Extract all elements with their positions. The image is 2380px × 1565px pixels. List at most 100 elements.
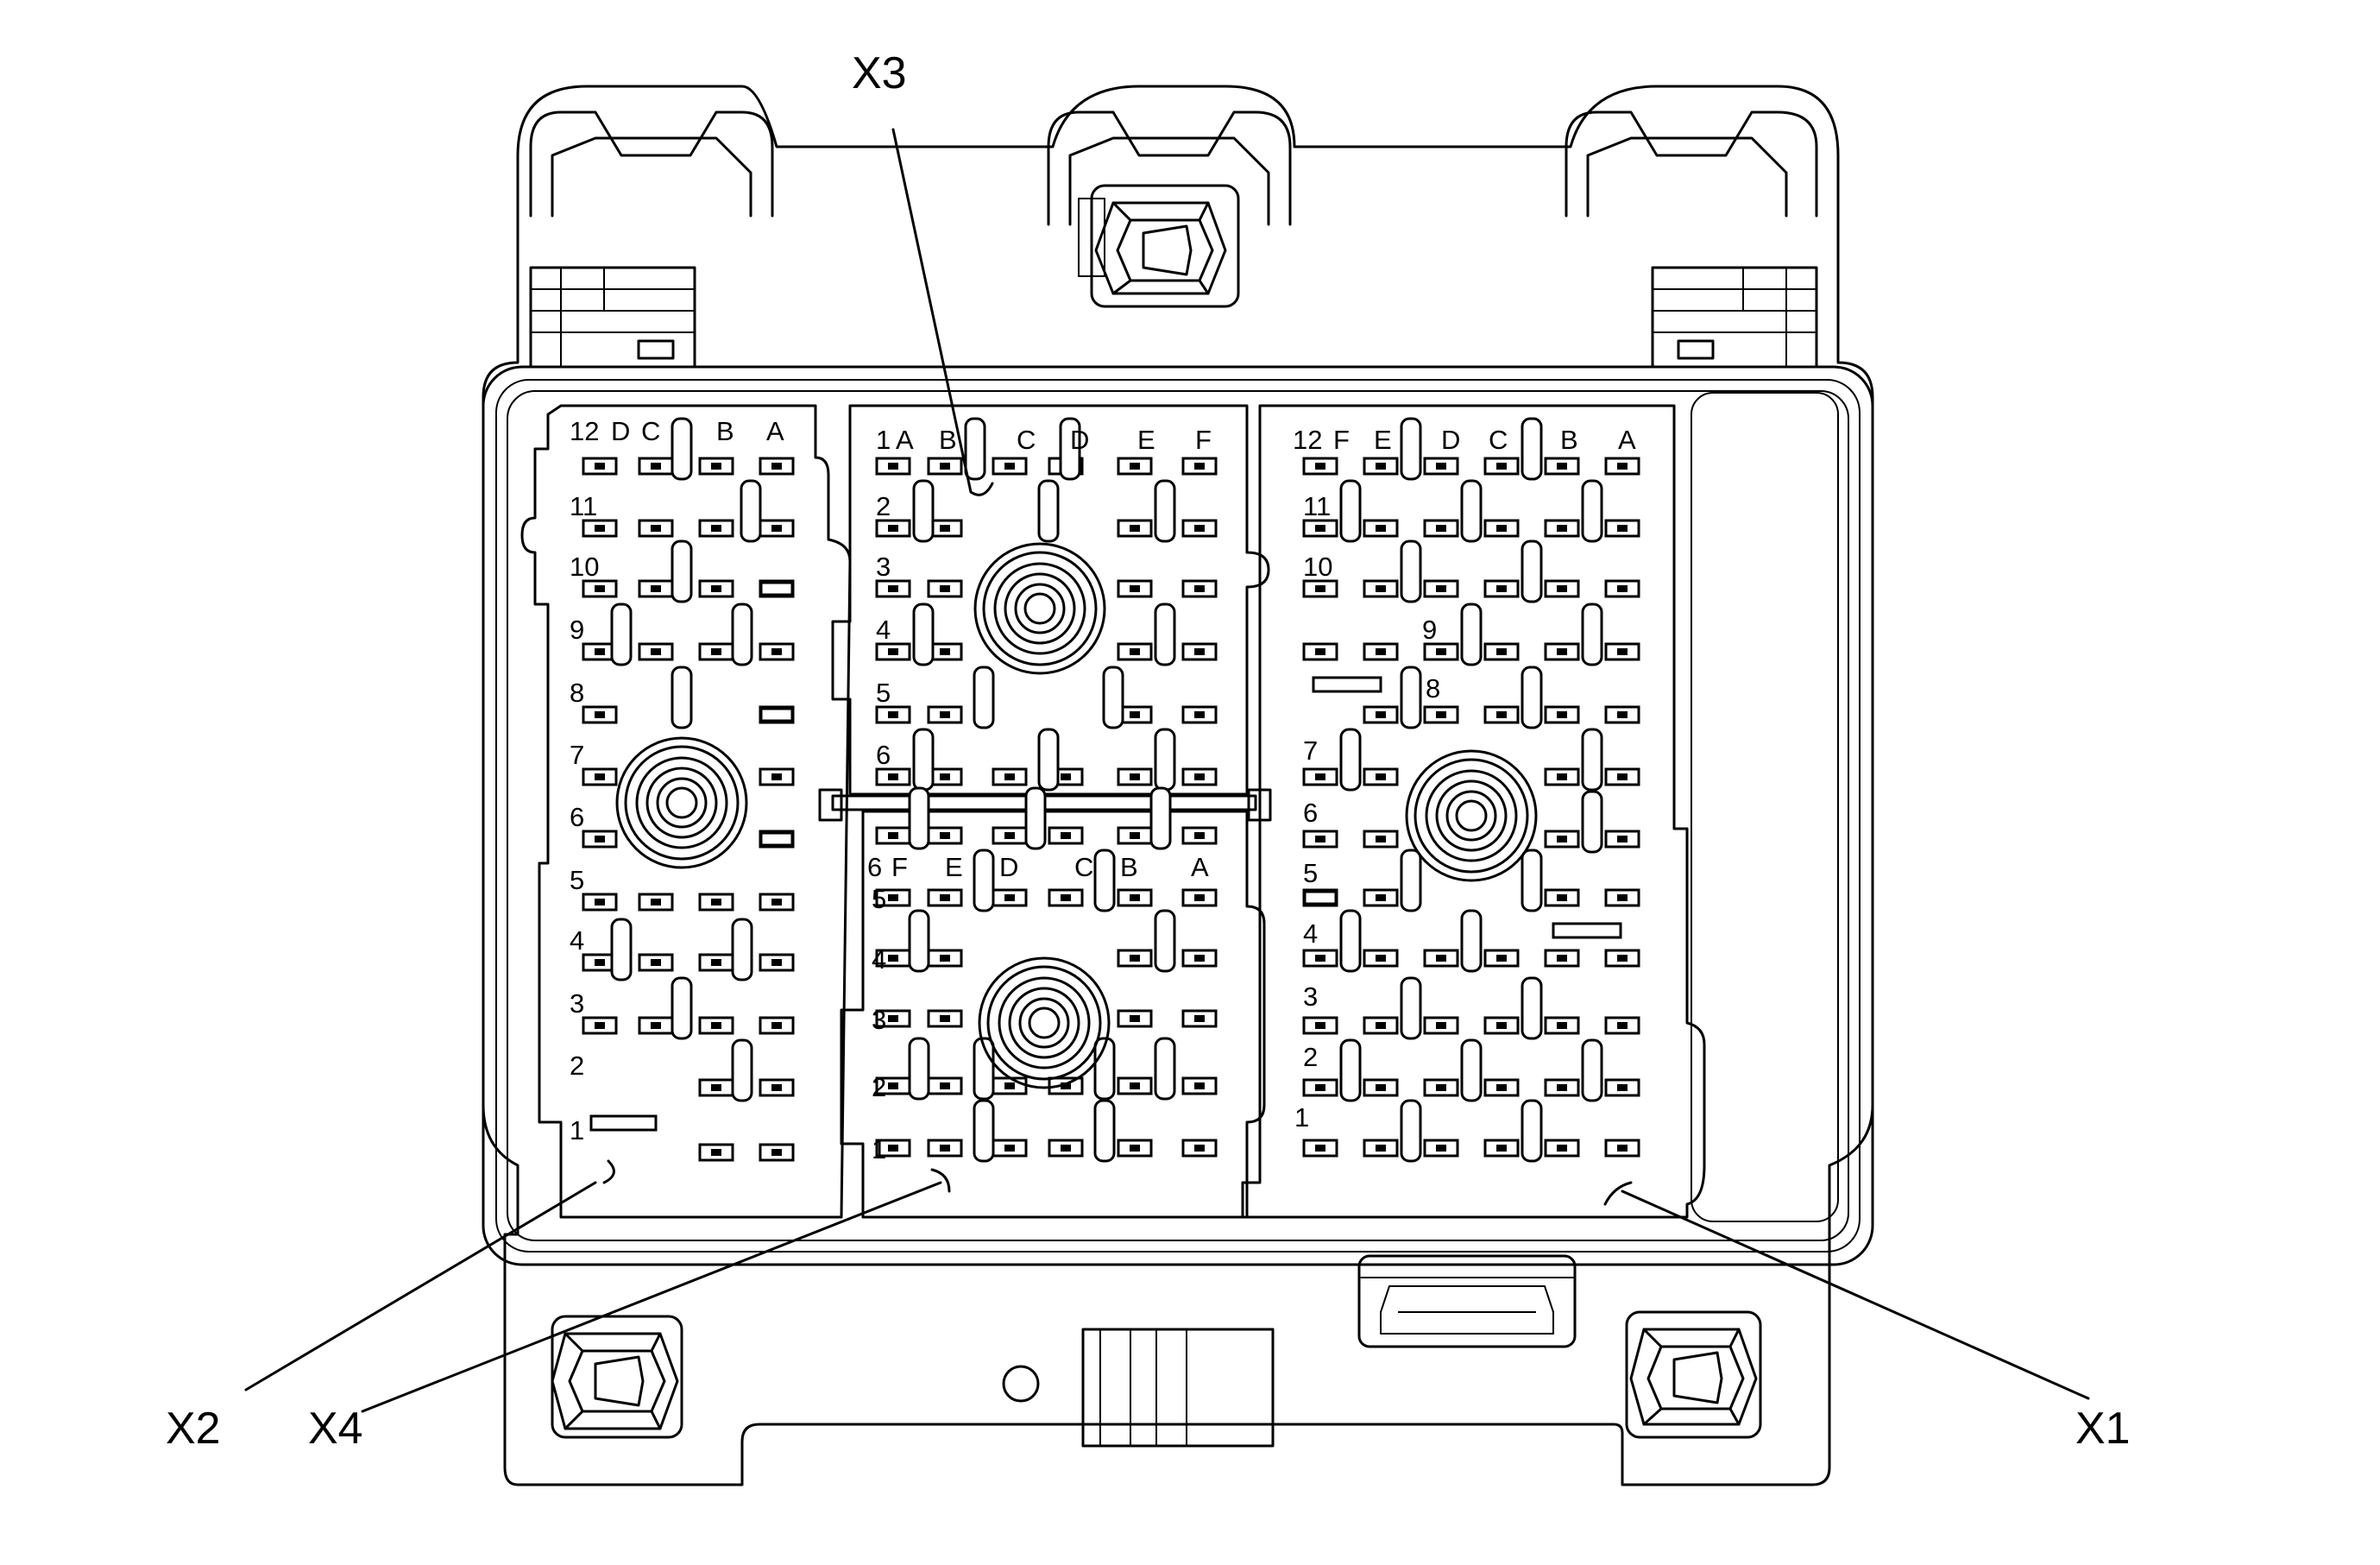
terminal-lock xyxy=(1154,909,1176,973)
cavity-x1 xyxy=(1423,519,1459,538)
cavity-x4 xyxy=(1181,1009,1218,1028)
cavity-x1 xyxy=(1302,1078,1338,1097)
x2-column-label: B xyxy=(716,416,734,446)
cavity-x1 xyxy=(1423,579,1459,598)
cavity-x1 xyxy=(1544,1078,1580,1097)
cavity-x2 xyxy=(638,642,674,661)
cavity-x1 xyxy=(1544,457,1580,476)
cavity-x2 xyxy=(582,579,618,598)
cavity-x1 xyxy=(1604,579,1640,598)
x1-row-label: 11 xyxy=(1303,491,1331,521)
cavity-x4 xyxy=(1117,1139,1153,1158)
cavity-x4 xyxy=(1181,826,1218,845)
x3-column-label: F xyxy=(1195,425,1212,455)
x3-column-label: D xyxy=(1070,425,1089,455)
cavity-x4 xyxy=(927,1139,963,1158)
alignment-boss-x3 xyxy=(973,542,1106,675)
cavity-x1 xyxy=(1483,1139,1520,1158)
cavity-x4 xyxy=(1117,826,1153,845)
cavity-x2 xyxy=(698,457,734,476)
cavity-x3 xyxy=(875,519,911,538)
terminal-lock xyxy=(912,603,935,666)
cavity-x4 xyxy=(1117,1076,1153,1095)
top-latch-right xyxy=(1565,110,1818,218)
terminal-lock xyxy=(973,666,995,729)
x4-column-label: D xyxy=(999,852,1018,882)
x2-column-label: D xyxy=(611,416,630,446)
cavity-x4 xyxy=(927,1076,963,1095)
terminal-lock xyxy=(1400,849,1422,912)
cavity-x3 xyxy=(1117,579,1153,598)
cavity-x1 xyxy=(1363,642,1399,661)
cavity-x4 xyxy=(992,888,1028,907)
cavity-x2 xyxy=(759,893,795,912)
terminal-lock xyxy=(671,976,693,1040)
cavity-x1 xyxy=(1363,830,1399,849)
housing xyxy=(482,85,1874,1486)
mounting-bolt-top xyxy=(1078,184,1240,308)
empty-cavity xyxy=(759,707,794,723)
cavity-x1 xyxy=(1423,457,1459,476)
terminal-lock xyxy=(908,909,930,973)
cavity-x4 xyxy=(1048,1076,1084,1095)
connector-x4-outline xyxy=(840,810,1266,1219)
terminal-lock xyxy=(671,540,693,603)
cavity-x2 xyxy=(582,893,618,912)
x3-column-label: A xyxy=(896,425,914,455)
cavity-x2 xyxy=(638,893,674,912)
terminal-lock xyxy=(1037,479,1060,543)
top-latch-center xyxy=(1047,110,1292,226)
terminal-lock xyxy=(671,666,693,729)
x1-row-label: 9 xyxy=(1422,615,1437,645)
cavity-x1 xyxy=(1604,642,1640,661)
cavity-x1 xyxy=(1544,1016,1580,1035)
cavity-x1 xyxy=(1604,949,1640,968)
terminal-lock xyxy=(1521,1099,1543,1163)
connector-x1-outline xyxy=(1241,404,1706,1219)
cavity-x2 xyxy=(582,705,618,724)
cavity-x2 xyxy=(582,457,618,476)
cavity-x1 xyxy=(1363,579,1399,598)
top-latch-left xyxy=(529,110,774,218)
alignment-boss-x4 xyxy=(978,956,1111,1089)
terminal-lock xyxy=(1400,666,1422,729)
cavity-x4 xyxy=(927,949,963,968)
cavity-x1 xyxy=(1302,1139,1338,1158)
mounting-bolt-bottom-left xyxy=(551,1315,683,1439)
cavity-x2 xyxy=(638,519,674,538)
terminal-lock xyxy=(1521,849,1543,912)
x4-column-label: E xyxy=(945,852,963,882)
cavity-x1 xyxy=(1363,1139,1399,1158)
x2-column-label: C xyxy=(641,416,660,446)
x1-column-label: E xyxy=(1374,425,1392,455)
x2-row-label: 4 xyxy=(570,925,584,956)
cavity-x1 xyxy=(1483,642,1520,661)
cavity-x1 xyxy=(1544,1139,1580,1158)
x3-column-label: C xyxy=(1017,425,1036,455)
terminal-lock xyxy=(1581,790,1603,854)
cavity-x1 xyxy=(1302,767,1338,786)
cavity-x3 xyxy=(927,705,963,724)
cavity-x2 xyxy=(698,1016,734,1035)
x3-row-label: 6 xyxy=(876,740,891,770)
x2-row-label: 8 xyxy=(570,678,584,708)
terminal-lock xyxy=(1093,849,1116,912)
cavity-x2 xyxy=(582,830,618,849)
terminal-lock xyxy=(964,417,986,481)
cavity-x2 xyxy=(698,1143,734,1162)
x4-row-label: 5 xyxy=(872,884,886,914)
cavity-x3 xyxy=(1181,579,1218,598)
x1-column-label: C xyxy=(1489,425,1508,455)
x1-column-label: A xyxy=(1618,425,1636,455)
terminal-lock xyxy=(731,918,753,981)
cavity-x3 xyxy=(875,579,911,598)
alignment-bosses xyxy=(615,542,1538,1089)
terminal-lock xyxy=(973,849,995,912)
x3-row-label: 3 xyxy=(876,552,891,582)
cavity-x2 xyxy=(759,519,795,538)
cavity-x2 xyxy=(759,1016,795,1035)
x1-column-label: F xyxy=(1333,425,1350,455)
empty-cavity xyxy=(1552,922,1622,939)
mounting-bolt-bottom-right xyxy=(1625,1310,1762,1439)
